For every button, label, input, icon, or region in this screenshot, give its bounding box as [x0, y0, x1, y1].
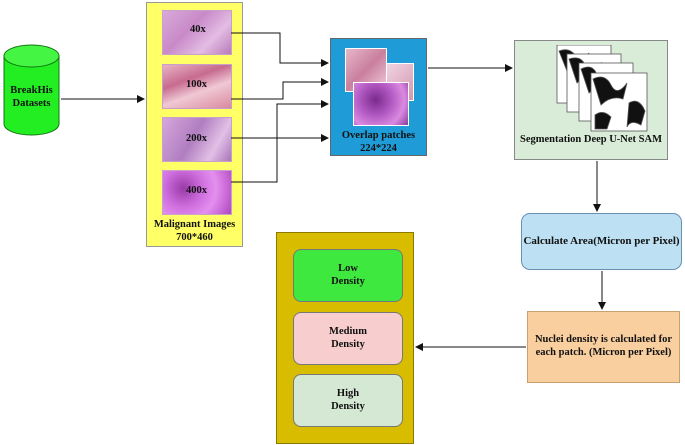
medium-density-label: Medium Density [329, 325, 367, 350]
arrow-40x-to-overlap [231, 32, 329, 67]
segmentation-mask-stack [556, 45, 648, 132]
patch-200x [162, 117, 232, 162]
patch-label-40x: 40x [190, 24, 206, 35]
patch-100x [162, 64, 232, 109]
arrow-100x-to-overlap [231, 78, 329, 100]
patch-label-400x: 400x [186, 185, 207, 196]
nuclei-density-label: Nuclei density is calculated for each pa… [534, 334, 673, 358]
medium-density-box: Medium Density [293, 312, 403, 365]
nuclei-density-box: Nuclei density is calculated for each pa… [527, 311, 680, 383]
patch-label-200x: 200x [186, 133, 207, 144]
calculate-area-label: Calculate Area(Micron per Pixel) [523, 234, 680, 247]
patch-400x [162, 170, 232, 215]
overlap-patches-label: Overlap patches 224*224 [341, 130, 416, 154]
arrow-400x-to-overlap [231, 100, 329, 183]
patch-label-100x: 100x [186, 79, 207, 90]
calculate-area-box: Calculate Area(Micron per Pixel) [521, 213, 682, 270]
breakhis-dataset-cylinder [3, 44, 60, 136]
overlap-patch-image-3 [353, 82, 409, 126]
breakhis-dataset-label: BreakHis Datasets [10, 85, 53, 109]
low-density-label: Low Density [331, 262, 365, 287]
high-density-label: High Density [331, 387, 365, 412]
low-density-box: Low Density [293, 249, 403, 302]
malignant-images-label: Malignant Images 700*460 [153, 219, 236, 243]
high-density-box: High Density [293, 374, 403, 427]
segmentation-label: Segmentation Deep U-Net SAM [519, 134, 663, 145]
